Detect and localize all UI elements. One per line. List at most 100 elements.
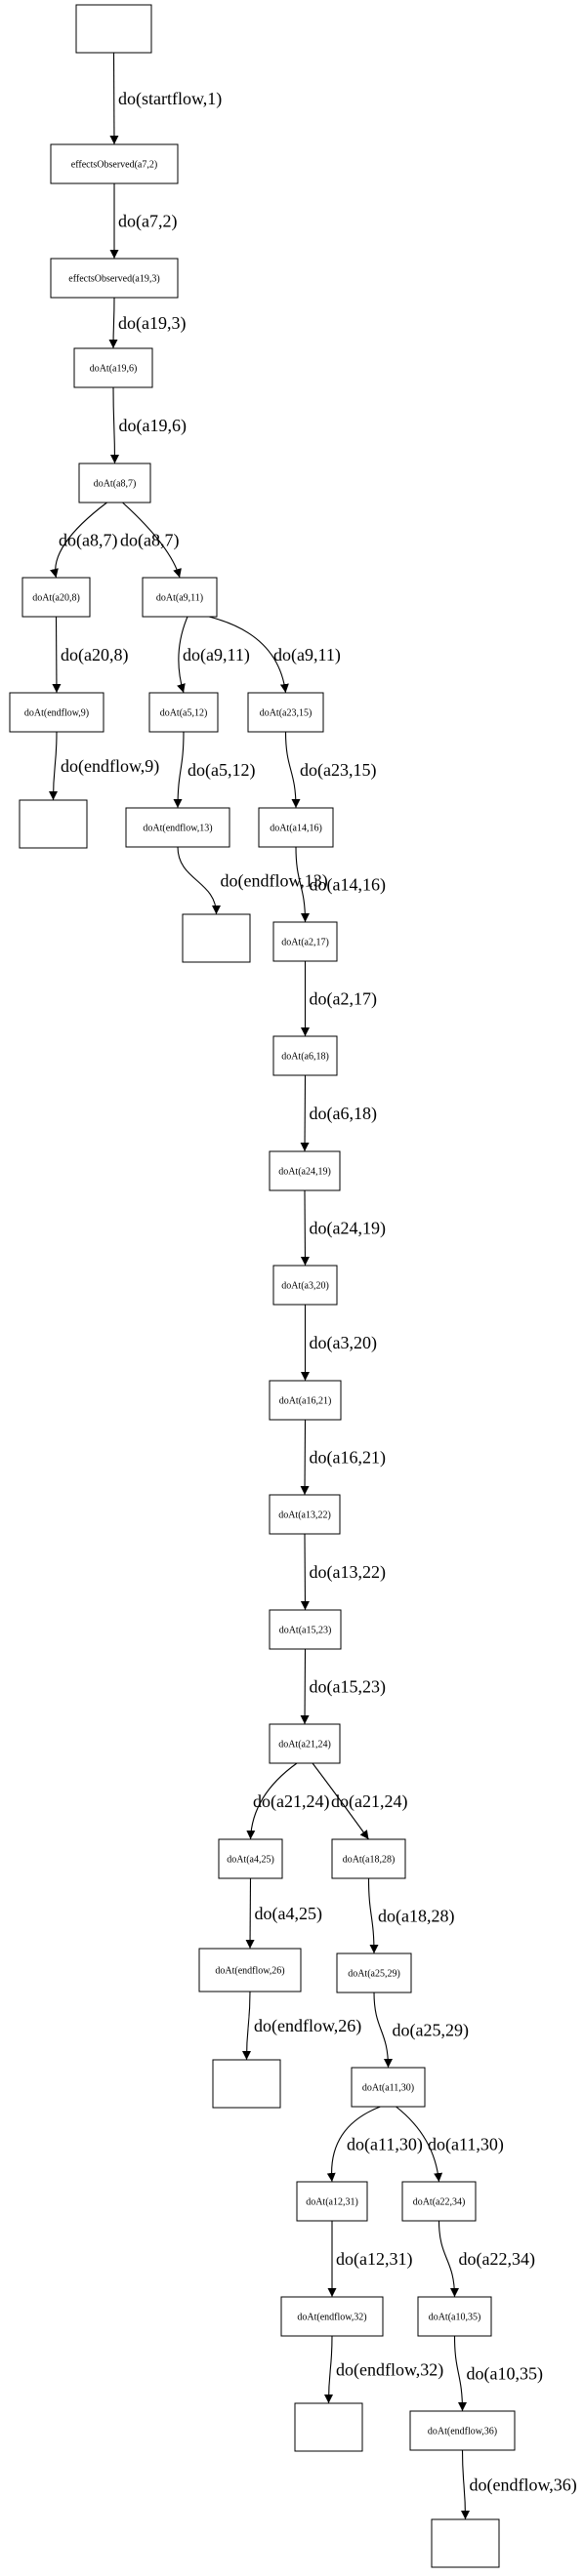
edge-arrow xyxy=(295,846,310,923)
node-box xyxy=(247,692,324,733)
edge-label: do(a9,11) xyxy=(183,645,250,665)
node-box xyxy=(269,1150,341,1191)
edge-arrow xyxy=(326,2106,381,2183)
edge-arrow xyxy=(396,2106,443,2183)
edge-label: do(a4,25) xyxy=(255,1904,322,1924)
node-box xyxy=(269,1723,341,1764)
node-label: doAt(a4,25) xyxy=(227,1855,274,1866)
edge-label: do(a19,6) xyxy=(119,416,187,436)
state-node: doAt(a6,18) xyxy=(272,1035,338,1076)
edge-label: do(a9,11) xyxy=(273,645,341,665)
state-node: effectsObserved(a7,2) xyxy=(50,143,179,184)
node-label: doAt(endflow,36) xyxy=(428,2427,497,2437)
edge-label: do(a13,22) xyxy=(310,1562,386,1583)
edge-arrow xyxy=(49,731,59,801)
node-label: effectsObserved(a7,2) xyxy=(71,160,157,171)
state-node: doAt(a13,22) xyxy=(269,1494,341,1535)
state-node: doAt(endflow,36) xyxy=(409,2410,516,2451)
edge-arrow xyxy=(300,1074,310,1152)
node-box xyxy=(269,1380,342,1421)
empty-node xyxy=(212,2059,281,2109)
state-node: doAt(a8,7) xyxy=(78,463,151,503)
edge-label: do(a6,18) xyxy=(310,1104,377,1124)
empty-node xyxy=(182,913,251,963)
node-box xyxy=(182,913,251,963)
edge-label: do(a3,20) xyxy=(310,1333,377,1353)
node-box xyxy=(409,2410,516,2451)
node-label: doAt(endflow,9) xyxy=(24,708,89,719)
edge-label: do(a15,23) xyxy=(310,1677,386,1698)
edge-label: do(a5,12) xyxy=(188,760,255,781)
node-label: doAt(a18,28) xyxy=(343,1855,396,1866)
node-box xyxy=(78,463,151,503)
edge-arrow xyxy=(460,2449,470,2520)
state-node: doAt(a21,24) xyxy=(269,1723,341,1764)
state-node: doAt(endflow,13) xyxy=(125,807,230,848)
node-box xyxy=(73,347,153,388)
node-label: doAt(a12,31) xyxy=(306,2197,358,2208)
edge-arrow xyxy=(373,1992,393,2069)
edge-arrow xyxy=(108,297,118,349)
node-label: doAt(a22,34) xyxy=(413,2197,466,2208)
edge-arrow xyxy=(300,1533,310,1611)
node-label: doAt(a21,24) xyxy=(278,1740,331,1751)
state-node: doAt(a3,20) xyxy=(272,1265,338,1306)
edge-arrow xyxy=(312,1762,369,1840)
node-label: doAt(a3,20) xyxy=(281,1281,329,1292)
edge-label: do(a8,7) xyxy=(59,531,117,551)
node-label: doAt(a20,8) xyxy=(32,593,80,604)
node-box xyxy=(272,921,338,962)
node-label: doAt(a8,7) xyxy=(94,479,137,490)
edge-label: do(a16,21) xyxy=(310,1448,386,1469)
edge-label: do(a11,30) xyxy=(347,2135,423,2155)
node-box xyxy=(331,1838,406,1879)
state-node: doAt(a15,23) xyxy=(269,1609,342,1650)
state-node: doAt(endflow,26) xyxy=(198,1948,302,1992)
state-node: doAt(endflow,9) xyxy=(9,692,104,733)
edge-label: do(a2,17) xyxy=(310,989,377,1010)
edge-label: do(a12,31) xyxy=(336,2249,412,2270)
edge-arrow xyxy=(438,2220,459,2298)
node-box xyxy=(296,2181,368,2222)
state-node: doAt(a24,19) xyxy=(269,1150,341,1191)
node-box xyxy=(272,1265,338,1306)
node-label: doAt(a15,23) xyxy=(279,1626,332,1636)
node-box xyxy=(294,2402,363,2452)
node-label: doAt(a11,30) xyxy=(362,2083,414,2094)
node-box xyxy=(272,1035,338,1076)
node-label: doAt(endflow,32) xyxy=(297,2313,366,2323)
state-node: doAt(a16,21) xyxy=(269,1380,342,1421)
edge-arrow xyxy=(300,1648,310,1725)
edge-arrow xyxy=(300,1419,310,1496)
edge-label: do(endflow,9) xyxy=(61,756,159,777)
edge-arrow xyxy=(284,731,301,809)
node-label: doAt(a13,22) xyxy=(278,1510,331,1521)
edge-arrow xyxy=(246,1762,298,1840)
edge-label: do(endflow,32) xyxy=(336,2360,443,2381)
edge-arrow xyxy=(242,1991,252,2061)
edge-label: do(endflow,26) xyxy=(254,2016,361,2036)
edge-arrow xyxy=(52,616,62,694)
node-box xyxy=(142,577,218,618)
node-box xyxy=(401,2181,477,2222)
empty-node xyxy=(294,2402,363,2452)
node-box xyxy=(218,1838,283,1879)
node-box xyxy=(50,258,179,299)
state-node: doAt(a22,34) xyxy=(401,2181,477,2222)
edge-arrow xyxy=(300,1189,310,1267)
state-node: doAt(a23,15) xyxy=(247,692,324,733)
edge-label: do(a10,35) xyxy=(467,2364,543,2385)
node-box xyxy=(351,2067,426,2108)
edge-arrow xyxy=(50,502,107,579)
node-box xyxy=(269,1609,342,1650)
state-node: doAt(a5,12) xyxy=(148,692,219,733)
edge-label: do(a19,3) xyxy=(118,313,186,334)
node-label: doAt(a6,18) xyxy=(281,1052,329,1063)
edge-label: do(a14,16) xyxy=(310,875,386,896)
edge-arrow xyxy=(177,616,188,694)
state-node: doAt(a2,17) xyxy=(272,921,338,962)
edge-label: do(a11,30) xyxy=(428,2135,504,2155)
edge-arrow xyxy=(109,386,119,464)
edge-arrow xyxy=(453,2335,467,2412)
